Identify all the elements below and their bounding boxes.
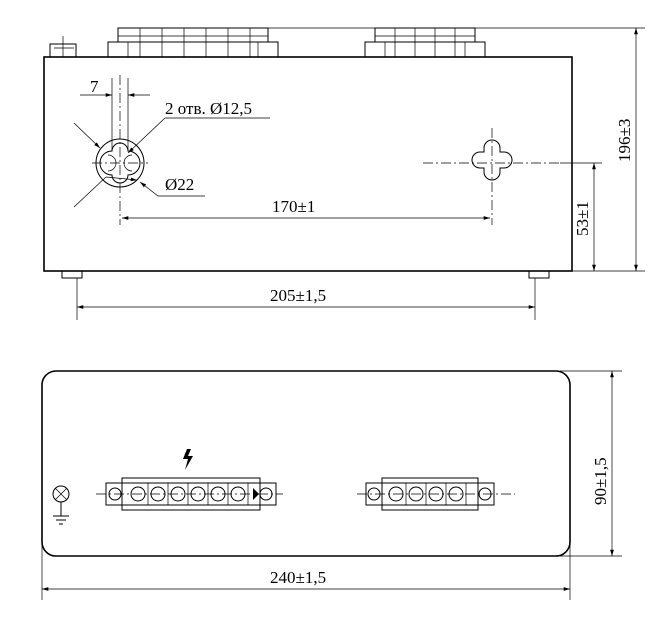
dimension-total-height: 196±3 bbox=[268, 27, 645, 272]
dimension-foot-spacing: 205±1,5 bbox=[76, 278, 536, 320]
dimension-depth: 90±1,5 bbox=[560, 370, 622, 557]
offset-label: 7 bbox=[90, 77, 99, 96]
terminal-block-2-top bbox=[364, 27, 486, 58]
right-mounting-hole bbox=[423, 128, 560, 225]
dimension-hole-height: 53±1 bbox=[549, 162, 602, 272]
housing-bottom bbox=[41, 370, 571, 557]
terminal-block-1-bottom bbox=[96, 477, 283, 511]
hole-height-label: 53±1 bbox=[573, 201, 592, 236]
dimension-offset-7: 7 bbox=[80, 77, 150, 150]
dimension-hole-spacing: 170±1 bbox=[122, 197, 490, 220]
depth-label: 90±1,5 bbox=[591, 457, 610, 505]
top-view: 7 2 отв. Ø12,5 Ø22 170±1 205±1,5 bbox=[43, 27, 645, 320]
hole-spacing-label: 170±1 bbox=[272, 197, 315, 216]
outer-diameter-leader: Ø22 bbox=[73, 122, 205, 208]
left-foot bbox=[61, 270, 83, 279]
terminal-block-2-bottom bbox=[357, 477, 515, 511]
ground-icon bbox=[52, 485, 70, 525]
hole-note-label: 2 отв. Ø12,5 bbox=[165, 99, 252, 118]
hole-note-leader: 2 отв. Ø12,5 bbox=[127, 99, 270, 154]
width-label: 240±1,5 bbox=[270, 568, 326, 587]
terminal-block-1-top bbox=[107, 27, 279, 58]
ground-clip bbox=[49, 36, 77, 58]
left-mounting-hole bbox=[92, 75, 148, 225]
high-voltage-icon bbox=[183, 449, 193, 470]
foot-spacing-label: 205±1,5 bbox=[270, 286, 326, 305]
bottom-view: 90±1,5 240±1,5 bbox=[41, 370, 622, 600]
outer-diameter-label: Ø22 bbox=[165, 175, 194, 194]
total-height-label: 196±3 bbox=[615, 119, 634, 162]
housing-front bbox=[43, 56, 573, 272]
dimension-width: 240±1,5 bbox=[41, 545, 571, 600]
right-foot bbox=[528, 270, 550, 279]
